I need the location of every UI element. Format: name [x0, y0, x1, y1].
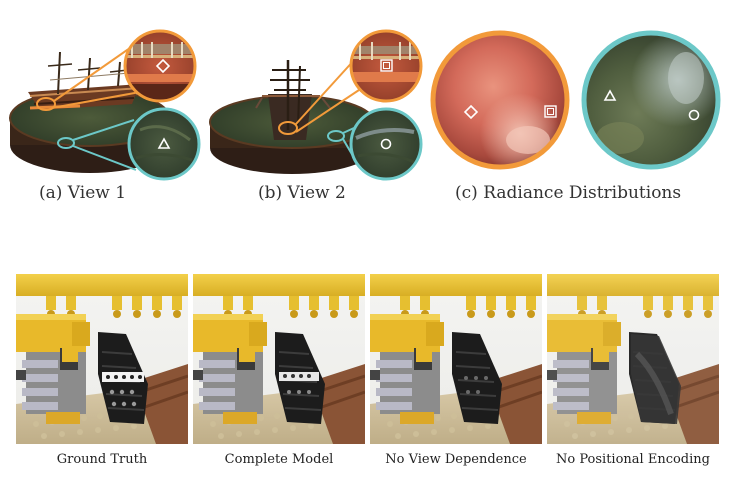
radiance-distribution-orange [430, 30, 570, 170]
triangle-marker-icon [157, 137, 171, 149]
radiance-distribution-teal [581, 30, 721, 170]
caption-no-view-dependence: No View Dependence [385, 452, 527, 467]
view1-caption: (a) View 1 [39, 183, 127, 203]
radiance-caption: (c) Radiance Distributions [455, 183, 682, 203]
top-figure [0, 0, 754, 215]
view2-scene [209, 29, 423, 181]
circle-marker-icon [380, 138, 392, 150]
panel-no-positional-encoding [547, 274, 719, 444]
panel-complete-model [193, 274, 365, 444]
panel-ground-truth [16, 274, 188, 444]
caption-no-positional-encoding: No Positional Encoding [556, 452, 710, 467]
top-figure-graphic [9, 29, 721, 181]
caption-ground-truth: Ground Truth [56, 452, 148, 467]
panel-no-view-dependence [370, 274, 542, 444]
square-marker-icon [380, 59, 393, 72]
view2-caption: (b) View 2 [258, 183, 346, 203]
diamond-marker-icon [155, 58, 171, 74]
caption-complete-model: Complete Model [224, 452, 334, 467]
view1-scene [9, 29, 201, 181]
